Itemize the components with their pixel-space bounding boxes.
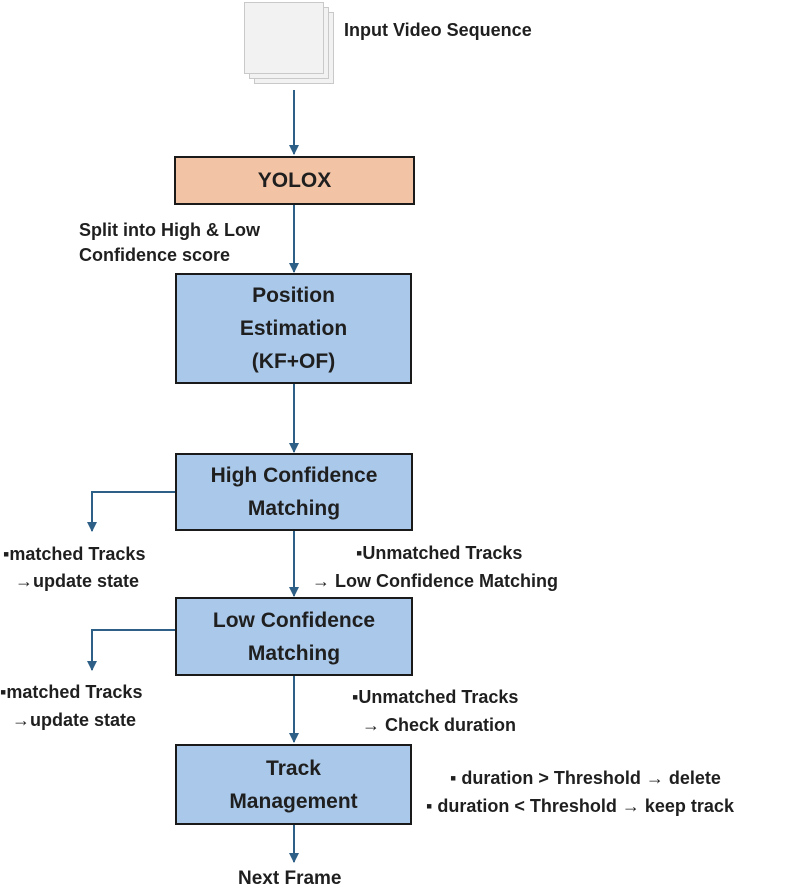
position-estimation-line3: (KF+OF) — [251, 350, 336, 373]
track-rule-keep: ▪ duration < Threshold → keep track — [426, 796, 734, 816]
high-confidence-line2: Matching — [247, 497, 341, 520]
position-estimation-box: Position Estimation (KF+OF) — [175, 273, 412, 384]
split-note-line1: Split into High & Low — [79, 220, 260, 240]
next-frame-label: Next Frame — [238, 868, 342, 889]
split-note: Split into High & Low Confidence score — [79, 218, 260, 268]
low-matched-line1: ▪matched Tracks — [0, 682, 143, 702]
low-unmatched-note: ▪Unmatched Tracks → Check duration — [352, 683, 518, 739]
low-unmatched-line2: → Check duration — [362, 715, 517, 735]
low-matched-line2: →update state — [12, 710, 137, 730]
arrow-low-matched-branch — [87, 629, 177, 671]
high-unmatched-line1: ▪Unmatched Tracks — [356, 543, 523, 563]
track-management-line1: Track — [266, 756, 321, 780]
high-matched-note: ▪matched Tracks →update state — [3, 541, 145, 595]
low-confidence-line2: Matching — [247, 641, 341, 665]
input-video-label: Input Video Sequence — [344, 20, 532, 40]
high-unmatched-line2: → Low Confidence Matching — [312, 571, 558, 591]
yolox-label: YOLOX — [257, 168, 332, 192]
track-rules-note: ▪ duration > Threshold → delete ▪ durati… — [426, 764, 734, 820]
low-confidence-box: Low Confidence Matching — [175, 597, 413, 676]
split-note-line2: Confidence score — [79, 245, 231, 265]
track-management-box: Track Management — [175, 744, 412, 825]
track-rule-delete: ▪ duration > Threshold → delete — [450, 768, 721, 788]
high-matched-line1: ▪matched Tracks — [3, 544, 146, 564]
high-confidence-line1: High Confidence — [210, 464, 378, 487]
high-confidence-box: High Confidence Matching — [175, 453, 413, 531]
yolox-box: YOLOX — [174, 156, 415, 205]
position-estimation-line2: Estimation — [239, 317, 348, 340]
track-management-line2: Management — [229, 789, 358, 813]
high-matched-line2: →update state — [15, 571, 140, 591]
position-estimation-line1: Position — [252, 284, 335, 307]
high-unmatched-note: ▪Unmatched Tracks → Low Confidence Match… — [312, 539, 558, 595]
low-confidence-line1: Low Confidence — [212, 608, 376, 632]
low-matched-note: ▪matched Tracks →update state — [0, 678, 142, 734]
arrow-high-matched-branch — [87, 491, 177, 532]
low-unmatched-line1: ▪Unmatched Tracks — [352, 687, 519, 707]
video-frames-icon — [240, 0, 340, 88]
